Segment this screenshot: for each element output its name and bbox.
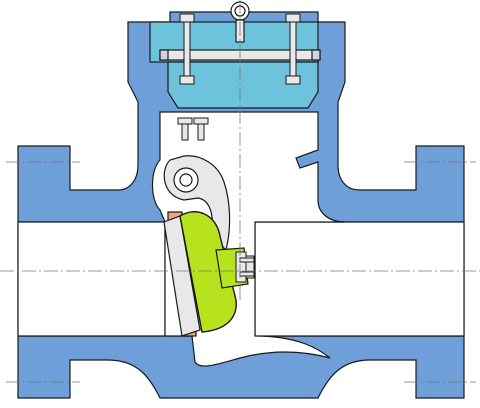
disc: [179, 211, 237, 333]
flow-bore: [17, 221, 166, 337]
gasket-end-left: [159, 49, 169, 61]
flow-bore-right: [254, 221, 465, 337]
seat-face: [163, 215, 201, 337]
bonnet-lower-bolts: [177, 117, 209, 141]
gasket-end-right: [311, 49, 321, 61]
bonnet-stud-right: [285, 13, 301, 85]
centerlines: [0, 0, 480, 383]
bonnet-stud-left: [179, 13, 195, 85]
bonnet-plug: [167, 61, 319, 109]
disc-nut: [235, 251, 255, 283]
hinge-pin: [173, 167, 199, 193]
